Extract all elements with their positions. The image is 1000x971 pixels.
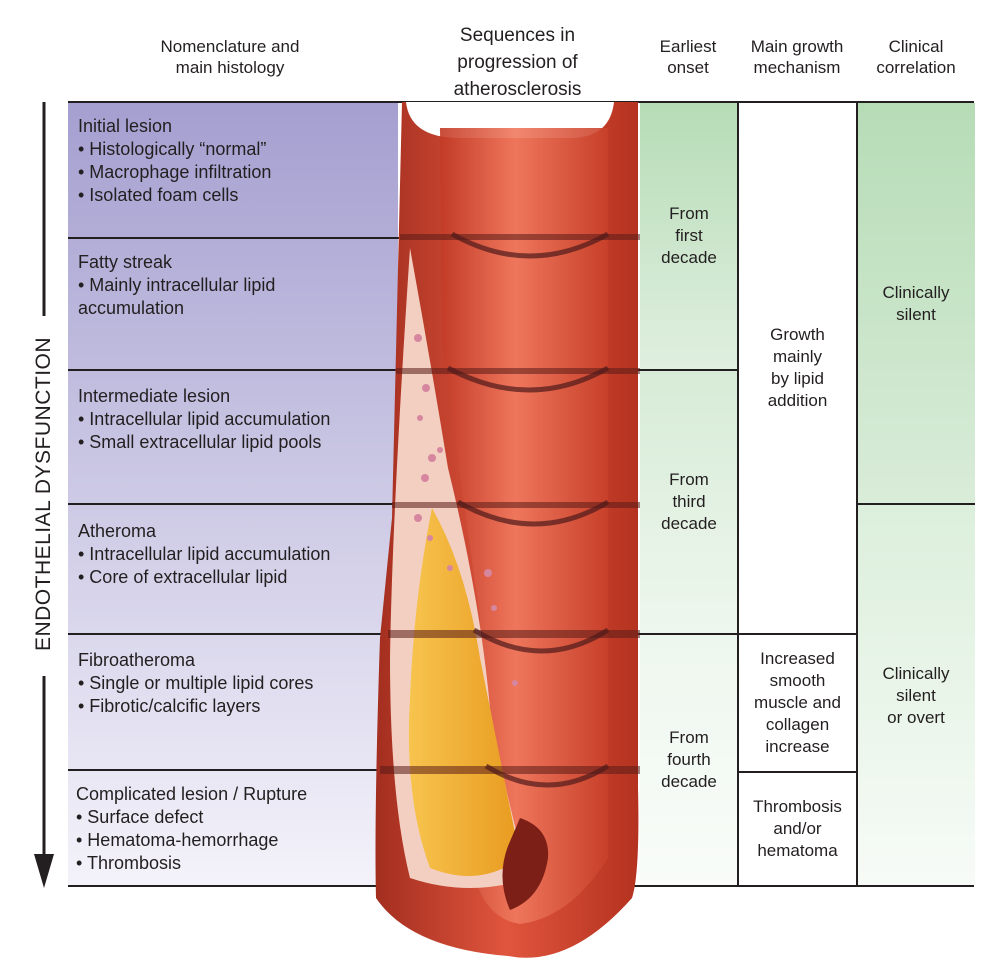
stage-bullet: • Small extracellular lipid pools [78, 432, 322, 452]
stage-bullet: • Core of extracellular lipid [78, 567, 288, 587]
onset-background-2 [640, 370, 738, 633]
stage-atheroma: Atheroma • Intracellular lipid accumulat… [68, 508, 400, 633]
stage-bullet: • Surface defect [76, 807, 204, 827]
onset-background-1 [640, 103, 738, 369]
stage-intermediate-lesion: Intermediate lesion • Intracellular lipi… [68, 373, 400, 503]
artery-illustration [375, 102, 640, 958]
clinical-divider [857, 503, 975, 505]
row-divider [68, 633, 402, 635]
rupture-thrombus [502, 818, 549, 910]
lumen-rings [446, 231, 610, 788]
stage-bullet: • Mainly intracellular lipid [78, 275, 276, 295]
stages-background [68, 102, 398, 887]
lipid-core [408, 508, 520, 876]
stage-bullet: accumulation [78, 298, 185, 318]
stage-fibroatheroma: Fibroatheroma • Single or multiple lipid… [68, 637, 400, 769]
foam-cells [414, 334, 518, 686]
clinical-background-1 [857, 103, 975, 504]
onset-divider [638, 369, 738, 371]
stage-title: Complicated lesion / Rupture [76, 784, 308, 804]
stage-bullet: • Single or multiple lipid cores [78, 673, 314, 693]
growth-smooth-muscle: Increased smooth muscle and collagen inc… [754, 648, 841, 756]
onset-fourth-decade: From fourth decade [661, 728, 717, 791]
growth-divider [738, 771, 858, 773]
clinical-silent: Clinically silent [882, 282, 950, 324]
stage-bullet: • Histologically “normal” [78, 139, 267, 159]
endothelial-dysfunction-arrow [34, 102, 54, 888]
header-onset: Earliest onset [659, 37, 717, 77]
row-divider [68, 503, 402, 505]
stage-initial-lesion: Initial lesion • Histologically “normal”… [68, 103, 400, 237]
stage-complicated-lesion: Complicated lesion / Rupture • Surface d… [68, 771, 400, 886]
column-divider [856, 101, 858, 887]
stage-bullet: • Fibrotic/calcific layers [78, 696, 261, 716]
stage-title: Fatty streak [78, 252, 173, 272]
stage-bullet: • Intracellular lipid accumulation [78, 409, 331, 429]
segment-bands [380, 234, 640, 774]
growth-thrombosis: Thrombosis and/or hematoma [753, 796, 842, 860]
onset-first-decade: From first decade [661, 204, 717, 267]
stage-title: Atheroma [78, 521, 157, 541]
header-nomenclature: Nomenclature and main histology [160, 37, 300, 77]
onset-divider [638, 633, 738, 635]
header-sequences: Sequences in progression of atherosclero… [453, 25, 582, 100]
stage-bullet: • Intracellular lipid accumulation [78, 544, 331, 564]
growth-lipid-addition: Growth mainly by lipid addition [767, 325, 828, 410]
header-clinical: Clinical correlation [876, 37, 956, 77]
row-divider [68, 237, 402, 239]
row-divider [68, 769, 402, 771]
stage-fatty-streak: Fatty streak • Mainly intracellular lipi… [68, 239, 400, 369]
stage-title: Intermediate lesion [78, 386, 231, 406]
onset-third-decade: From third decade [661, 469, 717, 533]
row-divider [68, 369, 402, 371]
clinical-silent-or-overt: Clinically silent or overt [882, 663, 950, 727]
stage-title: Fibroatheroma [78, 650, 196, 670]
stage-bullet: • Thrombosis [76, 853, 182, 873]
growth-divider [738, 633, 858, 635]
stage-title: Initial lesion [78, 116, 173, 136]
clinical-background-2 [857, 505, 975, 886]
arrow-head-icon [34, 854, 54, 888]
endothelial-dysfunction-label: ENDOTHELIAL DYSFUNCTION [32, 336, 55, 652]
column-divider [737, 101, 739, 887]
stage-bullet: • Macrophage infiltration [78, 162, 272, 182]
stage-bullet: • Hematoma-hemorrhage [76, 830, 279, 850]
onset-background-3 [640, 634, 738, 886]
header-growth: Main growth mechanism [750, 37, 844, 77]
stage-bullet: • Isolated foam cells [78, 185, 239, 205]
